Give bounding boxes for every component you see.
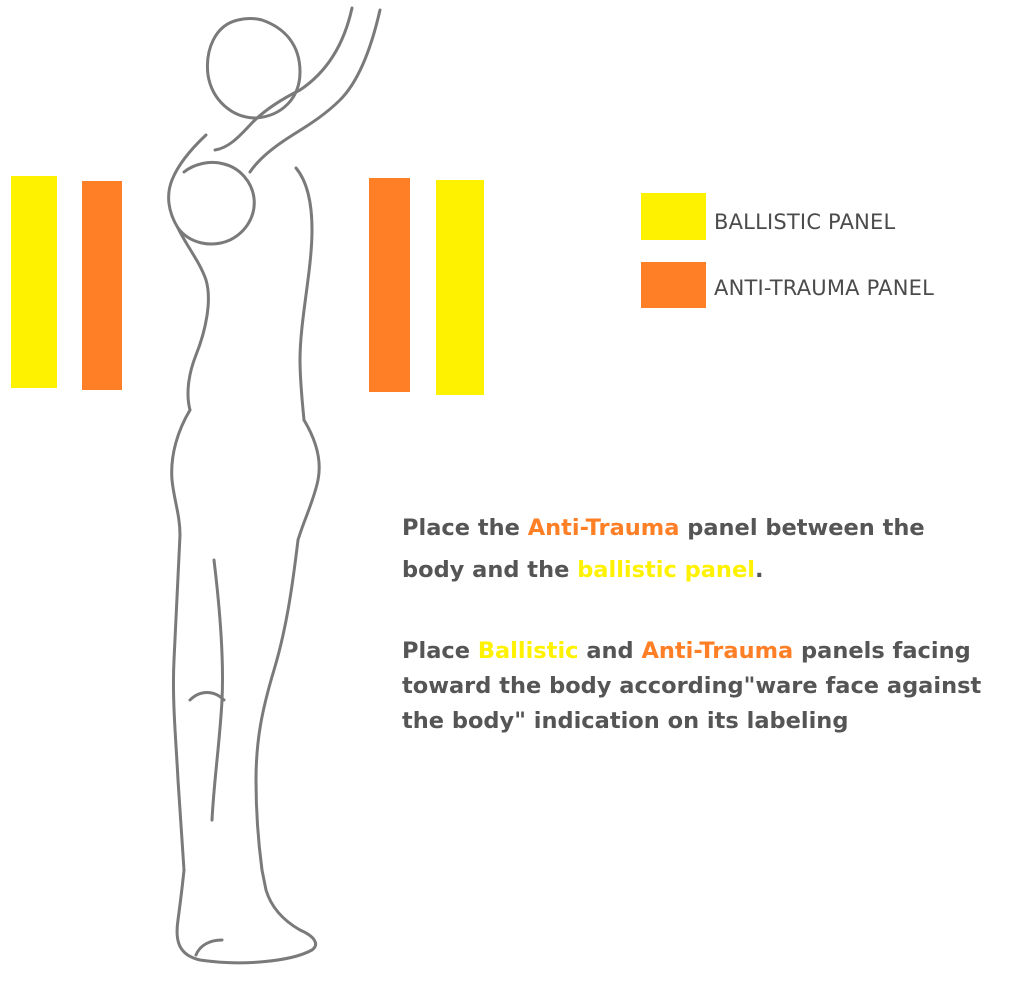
instruction-text: panels facing xyxy=(793,638,970,664)
instruction-text: body and the xyxy=(402,557,577,583)
legend-anti-trauma-label: ANTI-TRAUMA PANEL xyxy=(714,276,934,300)
instruction-line-5: the body" indication on its labeling xyxy=(402,705,848,738)
front-anti-trauma-panel xyxy=(369,178,410,392)
anti-trauma-highlight: Anti-Trauma xyxy=(641,638,793,664)
instruction-line-3: Place Ballistic and Anti-Trauma panels f… xyxy=(402,635,971,668)
rear-anti-trauma-panel xyxy=(82,181,122,390)
instruction-line-1: Place the Anti-Trauma panel between the xyxy=(402,512,925,545)
instruction-line-4: toward the body according"ware face agai… xyxy=(402,670,981,703)
instruction-text: Place the xyxy=(402,515,528,541)
ballistic-highlight: Ballistic xyxy=(478,638,579,664)
ballistic-highlight: ballistic panel xyxy=(577,557,755,583)
rear-ballistic-panel xyxy=(11,176,57,388)
front-ballistic-panel xyxy=(436,180,484,395)
human-figure-outline xyxy=(169,8,380,963)
instruction-text: and xyxy=(579,638,642,664)
legend-anti-trauma-swatch xyxy=(641,262,706,308)
instruction-text: . xyxy=(755,557,764,583)
instruction-text: Place xyxy=(402,638,478,664)
instruction-line-2: body and the ballistic panel. xyxy=(402,554,764,587)
anti-trauma-highlight: Anti-Trauma xyxy=(528,515,680,541)
instruction-text: panel between the xyxy=(679,515,924,541)
legend-ballistic-label: BALLISTIC PANEL xyxy=(714,210,895,234)
legend-ballistic-swatch xyxy=(641,193,706,240)
